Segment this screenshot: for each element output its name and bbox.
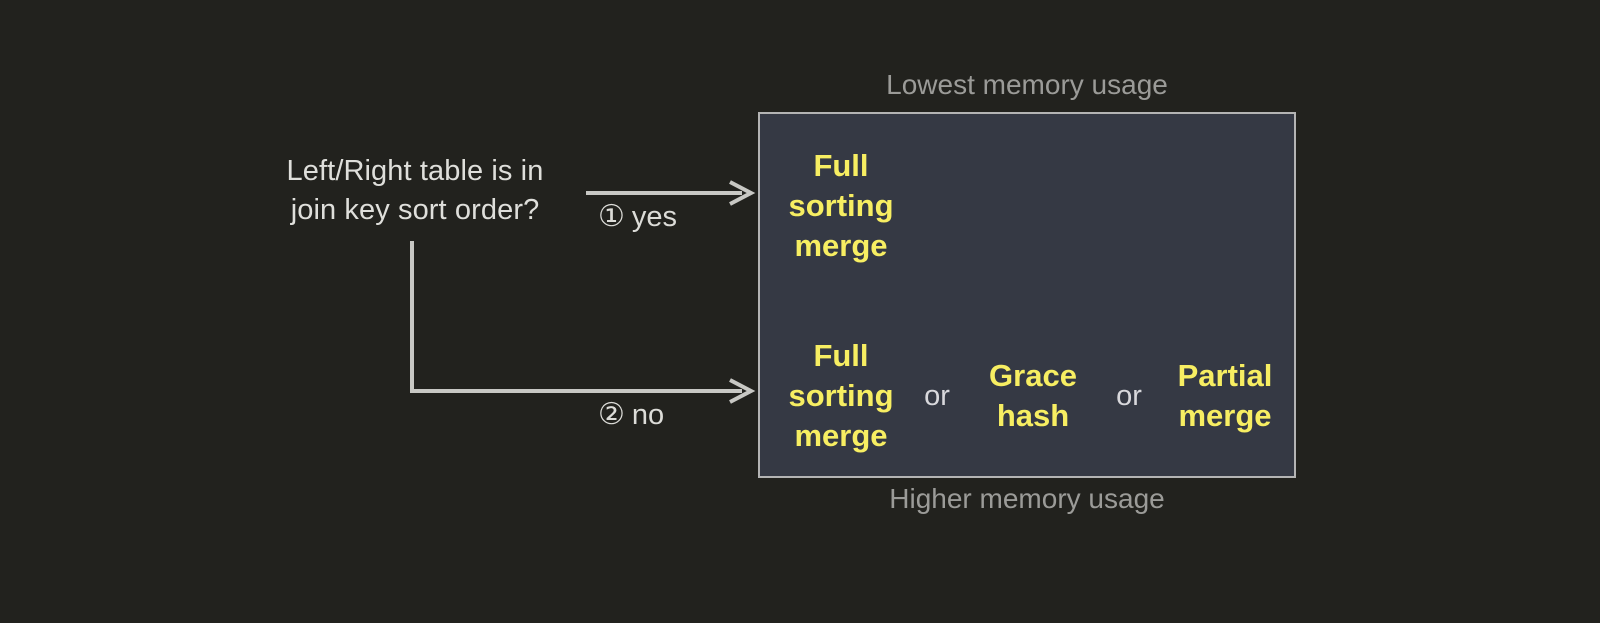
- conjunction-or-2: or: [1116, 380, 1142, 412]
- arrow-no-head: [729, 378, 756, 404]
- arrow-yes-head: [729, 180, 756, 206]
- branch-text-no: no: [631, 399, 665, 431]
- conjunction-or-1: or: [924, 380, 950, 412]
- option-full-sorting-merge-sorted: Full sorting merge: [788, 148, 894, 263]
- caption-lowest-memory: Lowest memory usage: [886, 69, 1168, 100]
- option-grace-hash: Grace hash: [989, 358, 1077, 433]
- result-row-unsorted: Full sorting merge or Grace hash or Part…: [760, 326, 1294, 466]
- caption-higher-memory: Higher memory usage: [889, 483, 1165, 514]
- option-partial-merge: Partial merge: [1177, 358, 1273, 433]
- decision-question: Left/Right table is in join key sort ord…: [286, 155, 544, 226]
- result-box: Full sorting merge Full sorting merge or…: [758, 112, 1296, 478]
- branch-marker-2: ②: [598, 398, 625, 431]
- arrow-no-shaft: [410, 241, 742, 393]
- branch-marker-1: ①: [598, 200, 625, 233]
- branch-text-yes: yes: [631, 201, 678, 233]
- option-full-sorting-merge-unsorted: Full sorting merge: [788, 338, 894, 453]
- result-row-sorted: Full sorting merge: [760, 136, 1294, 276]
